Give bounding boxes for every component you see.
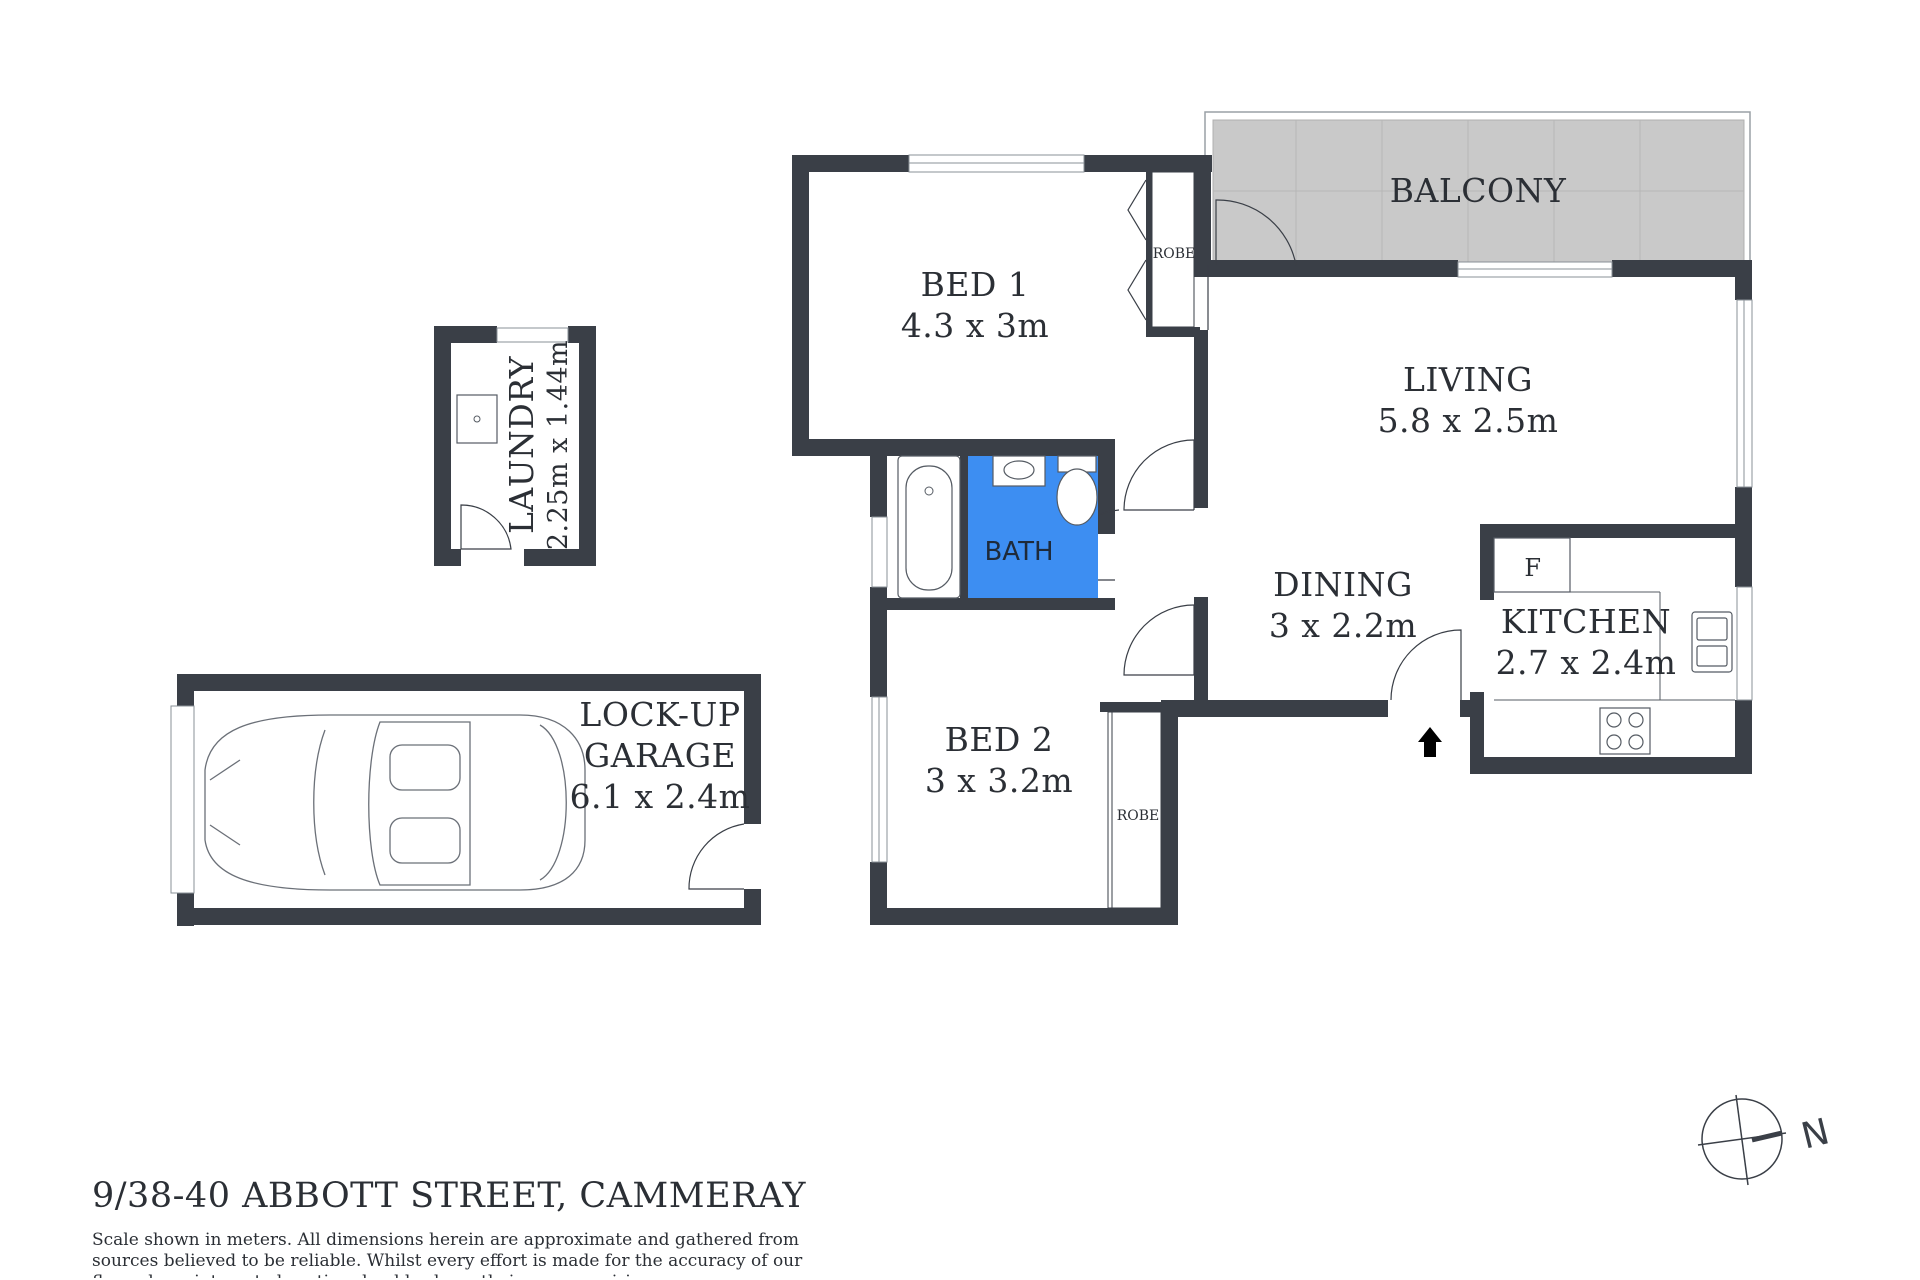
disclaimer-text: Scale shown in meters. All dimensions he… xyxy=(92,1230,803,1278)
entry-arrow-icon xyxy=(1418,727,1442,757)
compass-north-label: N xyxy=(1797,1111,1833,1157)
bed2-label: BED 2 xyxy=(945,720,1054,759)
bathroom: BATH xyxy=(897,455,1098,599)
kitchen-dims: 2.7 x 2.4m xyxy=(1496,643,1677,682)
dining-label: DINING xyxy=(1273,565,1413,604)
garage-label-line1: LOCK-UP xyxy=(579,695,740,734)
bed1-dims: 4.3 x 3m xyxy=(901,306,1049,345)
windows xyxy=(871,154,1753,863)
compass-icon xyxy=(1697,1094,1787,1186)
robe-1-label: ROBE xyxy=(1153,246,1196,262)
garage-label-line2: GARAGE xyxy=(584,736,736,775)
bed2-dims: 3 x 3.2m xyxy=(925,761,1073,800)
kitchen-fixtures: F xyxy=(1493,537,1735,755)
laundry-room: LAUNDRY 2.25m x 1.44m xyxy=(434,326,596,566)
laundry-label: LAUNDRY xyxy=(502,355,541,534)
laundry-dims: 2.25m x 1.44m xyxy=(543,340,574,550)
garage: LOCK-UP GARAGE 6.1 x 2.4m xyxy=(170,674,761,926)
garage-dims: 6.1 x 2.4m xyxy=(570,777,751,816)
balcony-label: BALCONY xyxy=(1390,171,1567,210)
kitchen-label: KITCHEN xyxy=(1501,602,1671,641)
robe-2-label: ROBE xyxy=(1117,808,1160,824)
living-dims: 5.8 x 2.5m xyxy=(1378,401,1559,440)
balcony-area: BALCONY xyxy=(1204,111,1751,263)
walls xyxy=(792,155,1752,925)
dining-dims: 3 x 2.2m xyxy=(1269,606,1417,645)
living-label: LIVING xyxy=(1403,360,1533,399)
bath-label: BATH xyxy=(984,537,1053,567)
car-icon xyxy=(204,714,586,891)
property-address: 9/38-40 ABBOTT STREET, CAMMERAY xyxy=(92,1176,806,1216)
bed1-label: BED 1 xyxy=(921,265,1030,304)
fridge-label: F xyxy=(1524,554,1541,582)
